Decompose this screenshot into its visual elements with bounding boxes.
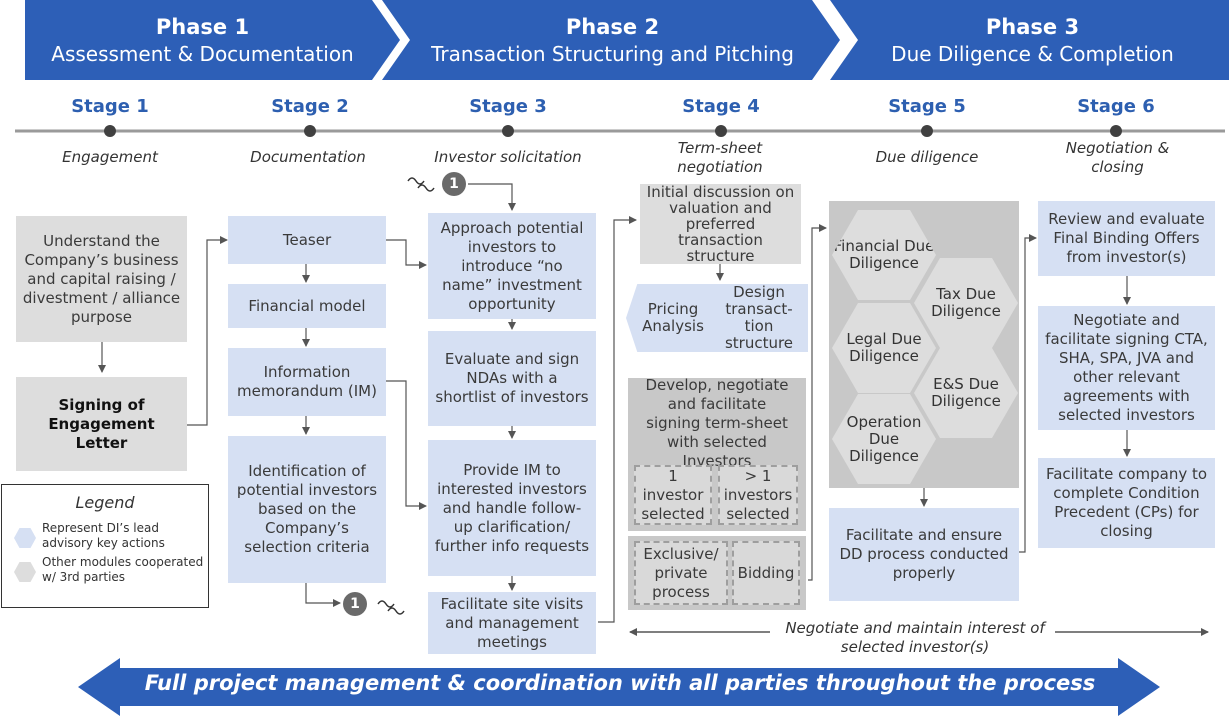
approach-investors-box: Approach potential investors to introduc… [428, 213, 596, 319]
phase-3-chevron [830, 0, 1229, 80]
legend-lead-label: Represent DI’s lead advisory key actions [42, 521, 165, 550]
connector-1-out: 1 [343, 592, 367, 616]
stage-2-desc: Documentation [250, 148, 366, 166]
stage-1-desc: Engagement [62, 148, 158, 166]
stage-2-label: Stage 2 [271, 96, 349, 117]
provide-im-box: Provide IM to interested investors and h… [428, 440, 596, 576]
teaser-box: Teaser [228, 216, 386, 264]
stage-1-label: Stage 1 [71, 96, 149, 117]
financial-model-box: Financial model [228, 284, 386, 328]
facilitate-dd-box: Facilitate and ensure DD process conduct… [829, 508, 1019, 601]
stage-1-dot [104, 125, 116, 137]
develop-term-sheet-text: Develop, negotiate and facilitate signin… [645, 375, 789, 470]
legend-lead-swatch [14, 528, 36, 548]
connector-1-in: 1 [442, 172, 466, 196]
facilitate-cp-box: Facilitate company to complete Condition… [1038, 458, 1215, 548]
review-offers-box: Review and evaluate Final Binding Offers… [1038, 201, 1215, 276]
stage-4-desc: Term-sheet negotiation [677, 139, 763, 176]
multiple-investors-box: > 1 investors selected [718, 465, 798, 525]
legend-title: Legend [75, 493, 135, 512]
stage-4-label: Stage 4 [682, 96, 760, 117]
legend-other-label: Other modules cooperated w/ 3rd parties [42, 555, 204, 584]
negotiate-interest-label: Negotiate and maintain interest of selec… [785, 619, 1045, 656]
understand-business-box: Understand the Company’s business and ca… [16, 216, 187, 342]
stage-6-desc: Negotiation & closing [1065, 139, 1170, 176]
information-memorandum-box: Information memorandum (IM) [228, 348, 386, 416]
site-visits-box: Facilitate site visits and management me… [428, 592, 596, 654]
stage-3-dot [502, 125, 514, 137]
negotiate-agreements-box: Negotiate and facilitate signing CTA, SH… [1038, 306, 1215, 430]
stage-5-label: Stage 5 [888, 96, 966, 117]
stage-6-label: Stage 6 [1077, 96, 1155, 117]
exclusive-process-box: Exclusive/ private process [634, 541, 728, 605]
phase-2-chevron [382, 0, 840, 80]
stage-5-dot [921, 125, 933, 137]
stage-5-desc: Due diligence [875, 148, 979, 166]
nda-box: Evaluate and sign NDAs with a shortlist … [428, 331, 596, 426]
design-structure-box: Design transact-tion structure [700, 284, 808, 352]
banner-text: Full project management & coordination w… [144, 671, 1096, 695]
stage-4-dot [715, 125, 727, 137]
one-investor-box: 1 investor selected [634, 465, 712, 525]
legend-other-swatch [14, 562, 36, 582]
stage-6-dot [1110, 125, 1122, 137]
legend: Legend Represent DI’s lead advisory key … [1, 484, 209, 608]
investor-identification-box: Identification of potential investors ba… [228, 436, 386, 583]
bidding-box: Bidding [732, 541, 800, 605]
stage-3-desc: Investor solicitation [434, 148, 582, 166]
stage-3-label: Stage 3 [469, 96, 547, 117]
stage-2-dot [304, 125, 316, 137]
phase-1-chevron [25, 0, 400, 80]
banner-arrow [78, 658, 1160, 716]
signing-engagement-letter-box: Signing of Engagement Letter [16, 377, 187, 471]
initial-discussion-box: Initial discussion on valuation and pref… [640, 184, 801, 264]
